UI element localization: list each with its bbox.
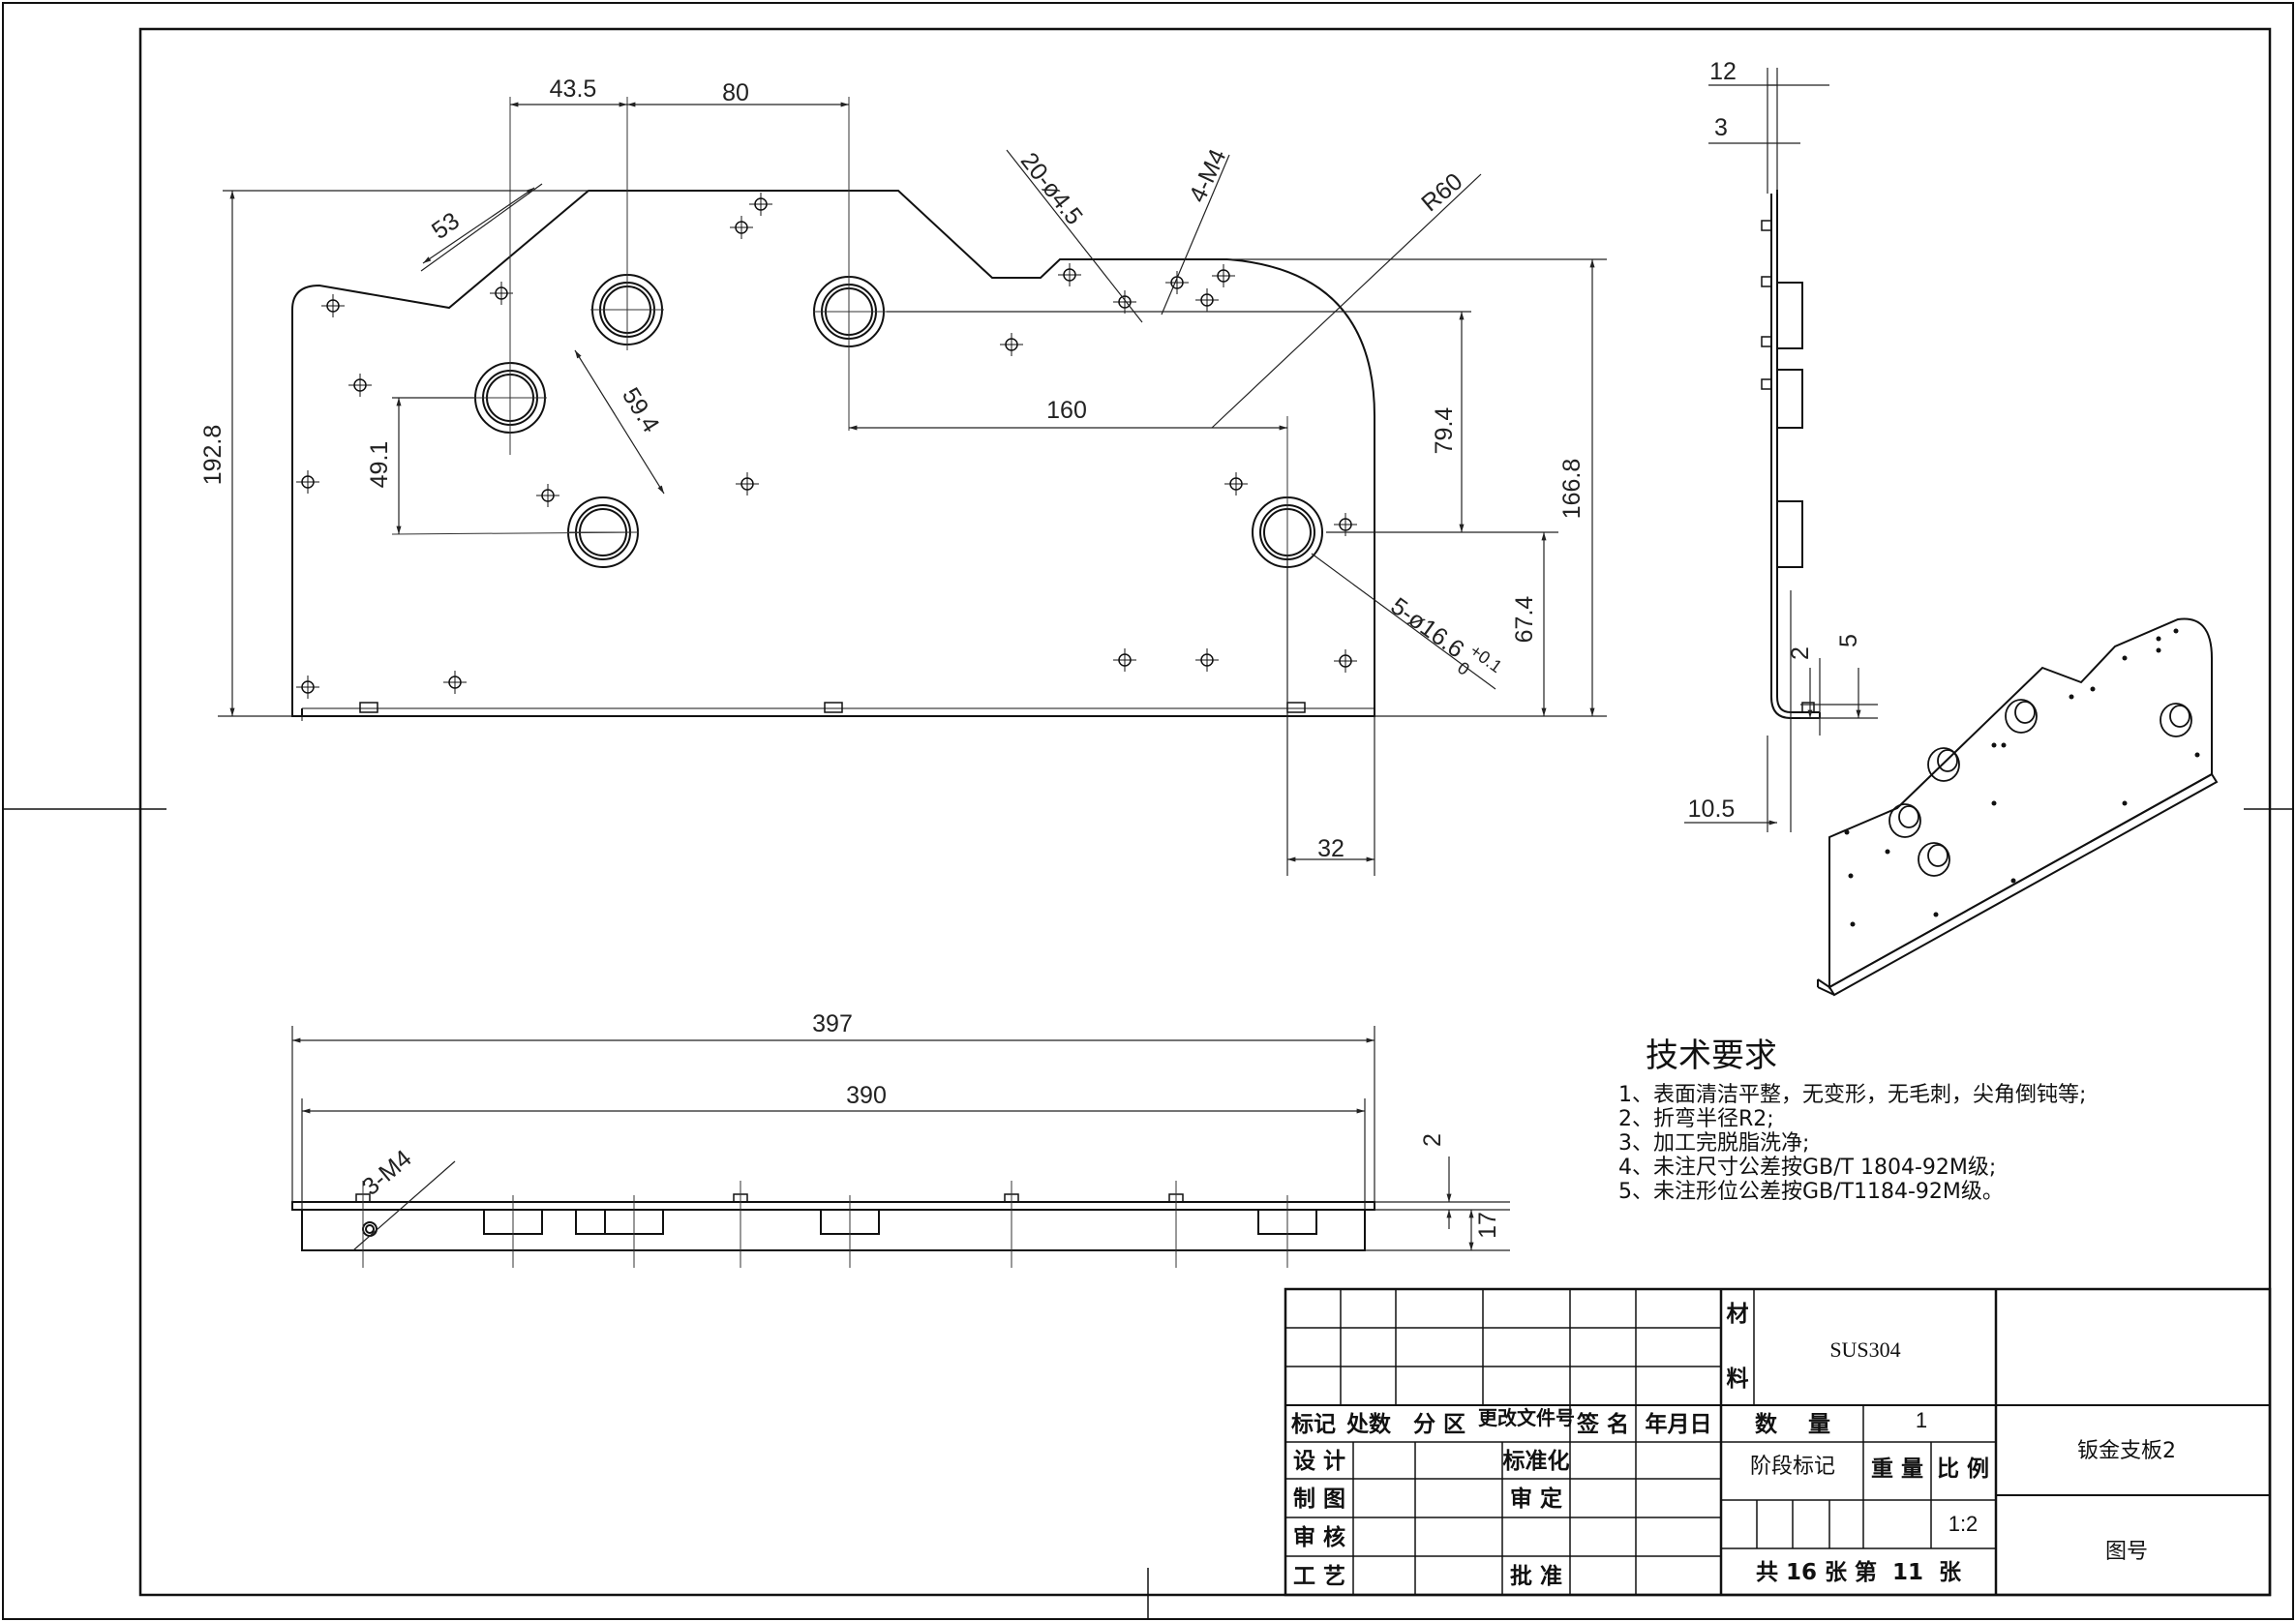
technical-requirements: 技术要求 1、表面清洁平整，无变形，无毛刺，尖角倒钝等; 2、折弯半径R2; 3… xyxy=(1618,1036,2086,1204)
dim-79-4: 79.4 xyxy=(1431,407,1458,455)
dim-front-3m4: 3-M4 xyxy=(357,1145,417,1201)
dim-hole-spec-4m4: 4-M4 xyxy=(1184,145,1231,207)
isometric-dots xyxy=(1844,628,2200,927)
front-center-lines xyxy=(362,1181,1288,1268)
dim-80: 80 xyxy=(722,79,749,106)
dim-43-5: 43.5 xyxy=(550,75,597,103)
dim-front-17: 17 xyxy=(1474,1212,1501,1239)
dimension-texts-top: 43.5 80 20-ø4.5 4-M4 R60 53 192.8 59.4 4… xyxy=(199,75,1586,862)
row-draw: 制 图 xyxy=(1293,1487,1345,1512)
isometric-view xyxy=(1817,617,2219,997)
requirement-item: 3、加工完脱脂洗净; xyxy=(1618,1131,1809,1156)
material-label: 材 xyxy=(1727,1302,1749,1327)
dim-192-8: 192.8 xyxy=(199,425,227,486)
header-zone: 分 区 xyxy=(1413,1412,1465,1437)
quantity-value: 1 xyxy=(1916,1408,1927,1432)
side-dimension-texts: 12 3 2 5 10.5 xyxy=(1688,58,1862,823)
dim-side-2: 2 xyxy=(1787,646,1814,660)
header-sign: 签 名 xyxy=(1576,1411,1629,1437)
requirements-title: 技术要求 xyxy=(1646,1036,1777,1075)
requirement-item: 4、未注尺寸公差按GB/T 1804-92M级; xyxy=(1618,1156,1996,1180)
dim-hole-spec-20: 20-ø4.5 xyxy=(1015,148,1088,230)
requirement-item: 2、折弯半径R2; xyxy=(1618,1107,1774,1131)
approve-label: 批 准 xyxy=(1510,1564,1562,1589)
quantity-label: 数 量 xyxy=(1755,1412,1830,1437)
row-process: 工 艺 xyxy=(1293,1564,1345,1589)
drawing-number-label: 图号 xyxy=(2105,1540,2148,1564)
requirement-item: 1、表面清洁平整，无变形，无毛刺，尖角倒钝等; xyxy=(1618,1083,2086,1107)
dim-side-10-5: 10.5 xyxy=(1688,796,1736,823)
sheets-text: 共 16 张 第 11 张 xyxy=(1756,1559,1962,1585)
dim-front-397: 397 xyxy=(812,1010,853,1037)
material-label: 料 xyxy=(1727,1367,1749,1392)
scale-value: 1:2 xyxy=(1949,1512,1979,1536)
dim-49-1: 49.1 xyxy=(366,441,393,489)
header-change-doc: 更改文件号 xyxy=(1478,1406,1575,1429)
dimension-lines-top xyxy=(218,102,1607,876)
small-holes xyxy=(296,193,1357,699)
row-review: 审 核 xyxy=(1293,1524,1345,1550)
title-block-texts: 材 料 SUS304 标记 处数 分 区 更改文件号 签 名 年月日 设 计 制… xyxy=(1291,1302,2176,1589)
front-view xyxy=(291,1193,1375,1251)
dim-67-4: 67.4 xyxy=(1511,596,1538,644)
dim-166-8: 166.8 xyxy=(1558,459,1586,520)
stage-label: 阶段标记 xyxy=(1750,1455,1835,1479)
dim-side-12: 12 xyxy=(1709,58,1737,85)
large-holes xyxy=(474,274,1323,568)
plate-top-view xyxy=(291,190,1375,721)
dim-160: 160 xyxy=(1046,397,1087,424)
audit-label: 审 定 xyxy=(1510,1486,1562,1512)
header-count: 处数 xyxy=(1345,1412,1392,1437)
dim-tol-upper: +0.1 xyxy=(1466,641,1506,676)
weight-label: 重 量 xyxy=(1871,1457,1923,1482)
dim-front-390: 390 xyxy=(846,1082,887,1109)
standardize-label: 标准化 xyxy=(1503,1448,1570,1474)
dim-side-3: 3 xyxy=(1714,114,1728,141)
row-design: 设 计 xyxy=(1293,1449,1345,1474)
title-block-grid xyxy=(1284,1287,2272,1597)
dim-front-2: 2 xyxy=(1419,1133,1446,1147)
requirement-item: 5、未注形位公差按GB/T1184-92M级。 xyxy=(1618,1180,2004,1204)
material-value: SUS304 xyxy=(1829,1337,1900,1362)
dim-side-5: 5 xyxy=(1835,634,1862,647)
side-dimension-lines xyxy=(1684,68,1878,832)
front-dimension-lines xyxy=(291,1026,1510,1251)
dim-r60: R60 xyxy=(1416,167,1467,217)
header-mark: 标记 xyxy=(1291,1412,1336,1437)
dim-32: 32 xyxy=(1317,835,1344,862)
dim-hole-spec-5: 5-ø16.6 xyxy=(1385,592,1468,663)
center-lines xyxy=(391,97,1288,876)
header-date: 年月日 xyxy=(1646,1411,1712,1437)
front-dimension-texts: 397 390 3-M4 2 17 xyxy=(357,1010,1501,1239)
part-name: 钣金支板2 xyxy=(2077,1439,2176,1463)
scale-label: 比 例 xyxy=(1937,1457,1989,1482)
